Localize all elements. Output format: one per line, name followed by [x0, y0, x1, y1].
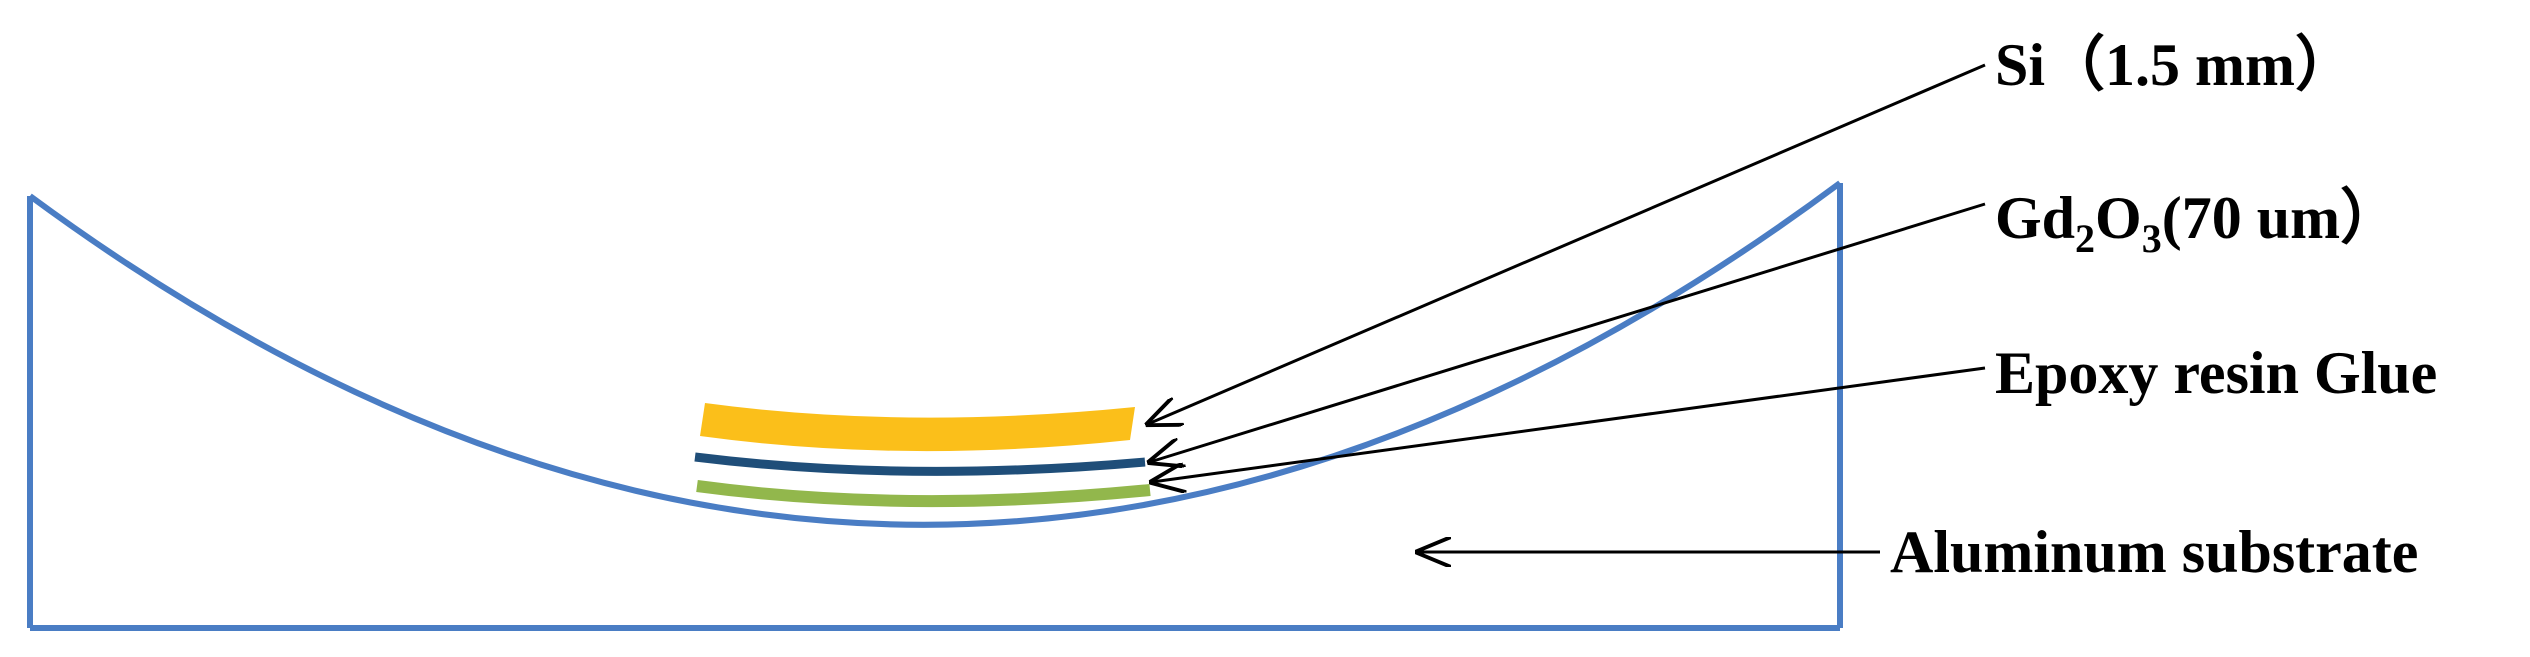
- epoxy-glue-layer: [696, 480, 1151, 508]
- si-label: Si（1.5 mm）: [1995, 31, 2355, 98]
- gd2o3-label: Gd2O3(70 um）: [1995, 184, 2400, 261]
- gd2o3-label-subscript-1: 2: [2075, 216, 2095, 261]
- gd2o3-label-subscript-2: 3: [2142, 216, 2162, 261]
- si-layer: [700, 403, 1135, 452]
- epoxy-label: Epoxy resin Glue: [1995, 340, 2437, 406]
- aluminum-substrate: [27, 180, 1843, 631]
- si-arrow: [1148, 63, 1986, 424]
- gd2o3-arrow: [1150, 202, 1986, 462]
- layer-stack: [694, 403, 1151, 508]
- gd2o3-label-part1: Gd: [1995, 185, 2075, 251]
- leader-arrows: [1148, 63, 1986, 552]
- gd2o3-layer: [694, 452, 1146, 476]
- epoxy-arrow: [1152, 366, 1986, 482]
- substrate-curved-surface: [28, 180, 1842, 528]
- gd2o3-label-part3: (70 um）: [2162, 184, 2400, 251]
- aluminum-label: Aluminum substrate: [1890, 519, 2418, 585]
- gd2o3-label-part2: O: [2095, 185, 2142, 251]
- labels: Si（1.5 mm） Gd2O3(70 um） Epoxy resin Glue…: [1890, 31, 2437, 585]
